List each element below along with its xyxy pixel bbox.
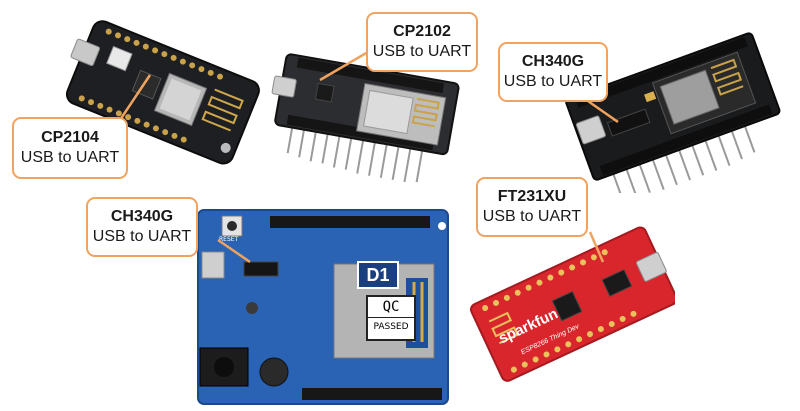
qc-label: QC <box>368 297 414 318</box>
callout-description: USB to UART <box>503 73 603 90</box>
callout-chip-name: CP2104 <box>41 129 99 146</box>
callout-chip-name: CP2102 <box>393 23 451 40</box>
callout-cp2102: CP2102 USB to UART <box>366 12 478 72</box>
qc-passed-sticker: QC PASSED <box>366 295 416 341</box>
nodemcu-cp2102-board-photo <box>271 53 460 183</box>
callout-chip-name: CH340G <box>521 53 585 70</box>
callout-description: USB to UART <box>482 208 582 225</box>
callout-description: USB to UART <box>92 228 192 245</box>
callout-chip-name: CH340G <box>110 208 174 225</box>
callout-description: USB to UART <box>20 149 120 166</box>
d1-logo: D1 <box>357 261 399 289</box>
passed-label: PASSED <box>373 322 409 332</box>
reset-silkscreen: RESET <box>219 236 239 243</box>
nodemcu-ch340g-board-photo <box>565 32 781 193</box>
callout-cp2104: CP2104 USB to UART <box>12 117 128 179</box>
sparkfun-thing-dev-board-photo <box>470 226 675 382</box>
callout-chip-name: FT231XU <box>497 188 567 205</box>
callout-ch340g-wemos: CH340G USB to UART <box>86 197 198 257</box>
callout-ft231xu: FT231XU USB to UART <box>476 177 588 237</box>
callout-description: USB to UART <box>372 43 472 60</box>
callout-ch340g-nodemcu: CH340G USB to UART <box>498 42 608 102</box>
